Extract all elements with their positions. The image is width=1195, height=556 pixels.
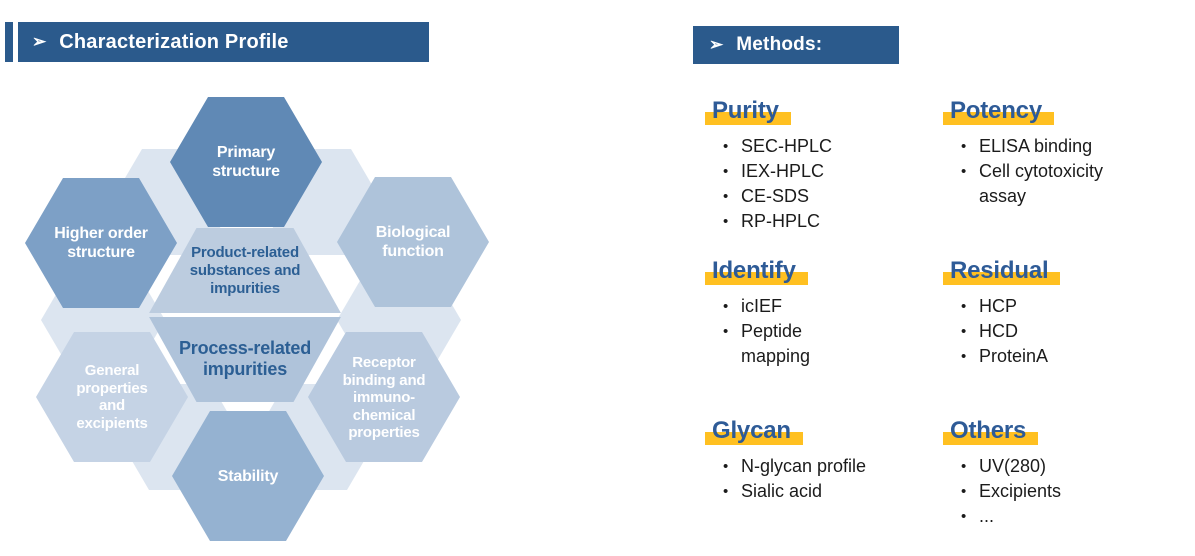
method-item: •Sialic acid (712, 479, 942, 504)
label-receptor-binding: Receptor binding and immuno- chemical pr… (342, 354, 426, 441)
hexagon-higher-order-structure (25, 178, 177, 308)
method-heading-text: Purity (712, 97, 779, 124)
bullet-icon: • (961, 508, 967, 525)
characterization-title-bar: ➢ Characterization Profile (18, 22, 429, 62)
heading-highlight (705, 432, 803, 445)
method-group-potency: Potency •ELISA binding •Cell cytotoxicit… (943, 96, 1180, 209)
method-list: •ELISA binding •Cell cytotoxicity assay (950, 134, 1180, 209)
method-list: •HCP •HCD •ProteinA (950, 294, 1180, 369)
label-product-related: Product-related substances and impuritie… (189, 244, 301, 297)
method-list: •UV(280) •Excipients •... (950, 454, 1180, 529)
method-group-glycan: Glycan •N-glycan profile •Sialic acid (705, 416, 942, 504)
heading-highlight (943, 272, 1061, 285)
method-heading: Potency (943, 96, 1054, 126)
method-heading-text: Residual (950, 257, 1049, 284)
bullet-icon: • (961, 323, 967, 340)
method-heading: Residual (943, 256, 1061, 286)
method-list: •SEC-HPLC •IEX-HPLC •CE-SDS •RP-HPLC (712, 134, 942, 234)
method-item: •Cell cytotoxicity assay (950, 159, 1180, 209)
method-item: •icIEF (712, 294, 942, 319)
heading-highlight (943, 112, 1054, 125)
method-list: •icIEF •Peptide mapping (712, 294, 942, 369)
method-group-residual: Residual •HCP •HCD •ProteinA (943, 256, 1180, 369)
method-heading-text: Identify (712, 257, 796, 284)
hexagon-diagram-shapes (25, 97, 489, 541)
bullet-icon: • (723, 188, 729, 205)
method-heading-text: Glycan (712, 417, 791, 444)
bullet-icon: • (723, 163, 729, 180)
methods-title-bar: ➢ Methods: (693, 26, 899, 64)
method-item: •... (950, 504, 1180, 529)
heading-highlight (943, 432, 1039, 445)
method-heading: Identify (705, 256, 808, 286)
method-item: •CE-SDS (712, 184, 942, 209)
method-item: •Peptide mapping (712, 319, 942, 369)
method-item: •IEX-HPLC (712, 159, 942, 184)
bullet-icon: • (723, 138, 729, 155)
title-bar-accent (5, 22, 13, 62)
label-general-properties: General properties and excipients (76, 362, 148, 432)
method-item: •HCP (950, 294, 1180, 319)
method-heading: Glycan (705, 416, 803, 446)
hexagon-diagram: Primary structure Higher order structure… (10, 80, 490, 556)
heading-highlight (705, 112, 791, 125)
arrowhead-icon: ➢ (32, 31, 47, 51)
method-item: •Excipients (950, 479, 1180, 504)
bullet-icon: • (723, 323, 729, 340)
method-item: •ELISA binding (950, 134, 1180, 159)
label-higher-order: Higher order structure (54, 225, 148, 261)
label-biological-function: Biological function (375, 224, 451, 260)
label-primary-structure: Primary structure (212, 144, 280, 180)
method-heading-text: Others (950, 417, 1027, 444)
bullet-icon: • (961, 298, 967, 315)
method-heading: Purity (705, 96, 791, 126)
center-hexagon-bottom (149, 317, 341, 402)
hexagon-primary-structure (170, 97, 322, 227)
method-item: •SEC-HPLC (712, 134, 942, 159)
label-process-related: Process-related impurities (178, 338, 312, 379)
bullet-icon: • (961, 163, 967, 180)
method-group-purity: Purity •SEC-HPLC •IEX-HPLC •CE-SDS •RP-H… (705, 96, 942, 234)
label-stability: Stability (217, 468, 279, 485)
hexagon-stability (172, 411, 324, 541)
method-heading: Others (943, 416, 1039, 446)
hexagon-receptor-binding (308, 332, 460, 462)
method-item: •HCD (950, 319, 1180, 344)
bullet-icon: • (723, 298, 729, 315)
method-item: •RP-HPLC (712, 209, 942, 234)
bullet-icon: • (961, 348, 967, 365)
bullet-icon: • (723, 483, 729, 500)
bullet-icon: • (961, 458, 967, 475)
method-item: •UV(280) (950, 454, 1180, 479)
heading-highlight (705, 272, 808, 285)
center-hexagon-top (149, 228, 341, 313)
page-title: Characterization Profile (59, 30, 289, 53)
method-group-others: Others •UV(280) •Excipients •... (943, 416, 1180, 529)
methods-title: Methods: (736, 34, 823, 55)
bullet-icon: • (723, 458, 729, 475)
method-list: •N-glycan profile •Sialic acid (712, 454, 942, 504)
bullet-icon: • (723, 213, 729, 230)
method-item: •N-glycan profile (712, 454, 942, 479)
method-heading-text: Potency (950, 97, 1042, 124)
method-item: •ProteinA (950, 344, 1180, 369)
bullet-icon: • (961, 483, 967, 500)
arrowhead-icon: ➢ (709, 34, 724, 54)
bullet-icon: • (961, 138, 967, 155)
hexagon-biological-function (337, 177, 489, 307)
method-group-identify: Identify •icIEF •Peptide mapping (705, 256, 942, 369)
hexagon-general-properties (36, 332, 188, 462)
